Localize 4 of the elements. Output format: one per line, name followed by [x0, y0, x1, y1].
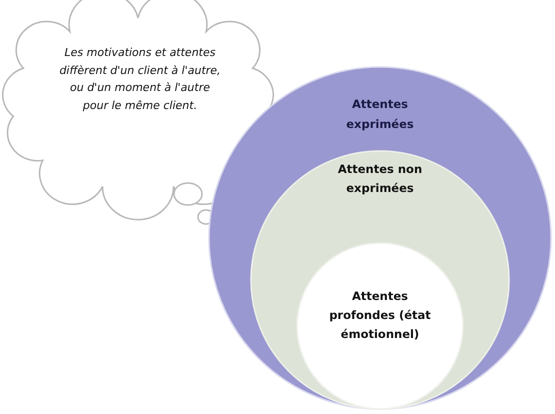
layer-label: Attentes non exprimées	[336, 161, 424, 197]
layer-label: Attentes exprimées	[345, 96, 415, 133]
thought-text: Les motivations et attentes diffèrent d'un client à l'autre, ou d'un moment à l'autre pour le même client.	[58, 45, 222, 114]
layer-label: Attentes profondes (état émotionnel)	[328, 288, 432, 343]
